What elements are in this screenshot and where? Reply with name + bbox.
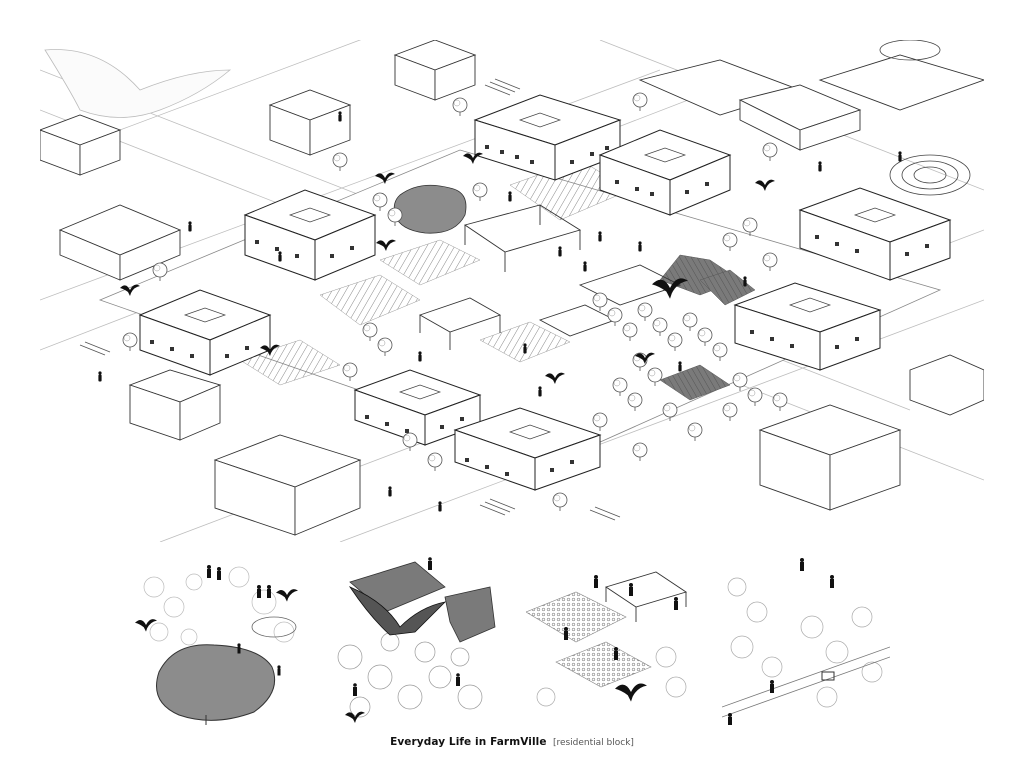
bird-icon bbox=[276, 589, 298, 602]
figure-caption: Everyday Life in FarmVille [residential … bbox=[0, 736, 1024, 748]
caption-subtitle: [residential block] bbox=[552, 738, 634, 748]
bird-over-fields-vignette bbox=[330, 557, 498, 725]
main-isometric-illustration bbox=[40, 40, 984, 542]
isometric-city-drawing bbox=[40, 40, 984, 542]
pond-vignette bbox=[134, 557, 302, 725]
ghost-bird-shape bbox=[44, 49, 232, 118]
crop-fields-vignette bbox=[526, 557, 694, 725]
pond-shape bbox=[393, 184, 467, 234]
caption-title: Everyday Life in FarmVille bbox=[390, 736, 547, 748]
orchard-path-vignette bbox=[722, 557, 890, 725]
